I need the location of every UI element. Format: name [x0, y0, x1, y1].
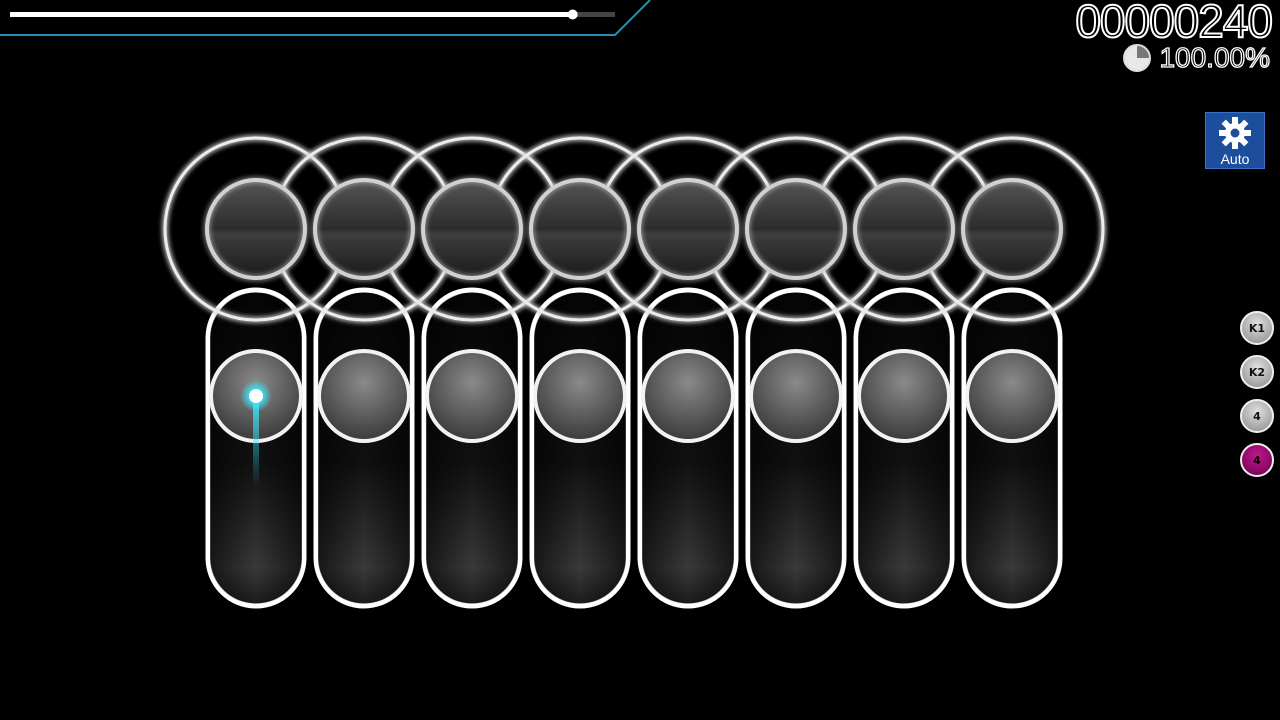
- note-head-glow-6: [743, 176, 849, 282]
- note-head-glow-4: [527, 176, 633, 282]
- key-overlay-m1: 4: [1240, 399, 1274, 433]
- key-overlay-m2: 4: [1240, 443, 1274, 477]
- lane-shade-7: [858, 292, 950, 604]
- note-head-glow-8: [959, 176, 1065, 282]
- key-overlay-k2: K2: [1240, 355, 1274, 389]
- lane-shade-8: [966, 292, 1058, 604]
- hit-circle-8: [965, 349, 1059, 443]
- lanes: [205, 287, 1063, 609]
- lane-shade-5: [642, 292, 734, 604]
- hit-circle-5: [641, 349, 735, 443]
- hit-circle-6: [749, 349, 843, 443]
- auto-button-label: Auto: [1220, 151, 1250, 167]
- cursor-dot: [249, 389, 263, 403]
- note-heads: [203, 176, 1065, 282]
- hit-circle-4: [533, 349, 627, 443]
- accuracy-value: 100.00%: [1159, 41, 1271, 73]
- score-counter: 00000240: [1074, 0, 1274, 47]
- note-head-glow-3: [419, 176, 525, 282]
- cursor-trail: [253, 396, 259, 486]
- health-bar-knob: [567, 9, 578, 20]
- hit-circle-2: [317, 349, 411, 443]
- key-overlay-k1: K1: [1240, 311, 1274, 345]
- health-bar-fill: [10, 12, 573, 17]
- gear-icon: [1219, 117, 1251, 149]
- note-head-glow-2: [311, 176, 417, 282]
- lane-shade-6: [750, 292, 842, 604]
- lane-shade-4: [534, 292, 626, 604]
- auto-button[interactable]: Auto: [1205, 112, 1265, 169]
- note-head-glow-1: [203, 176, 309, 282]
- hit-circle-7: [857, 349, 951, 443]
- hit-circle-3: [425, 349, 519, 443]
- note-head-glow-7: [851, 176, 957, 282]
- health-bar: [0, 0, 651, 36]
- lane-shade-2: [318, 292, 410, 604]
- accuracy-pie-icon: [1123, 44, 1152, 72]
- accuracy-display: 100.00%: [1123, 41, 1271, 74]
- lane-shade-3: [426, 292, 518, 604]
- note-head-glow-5: [635, 176, 741, 282]
